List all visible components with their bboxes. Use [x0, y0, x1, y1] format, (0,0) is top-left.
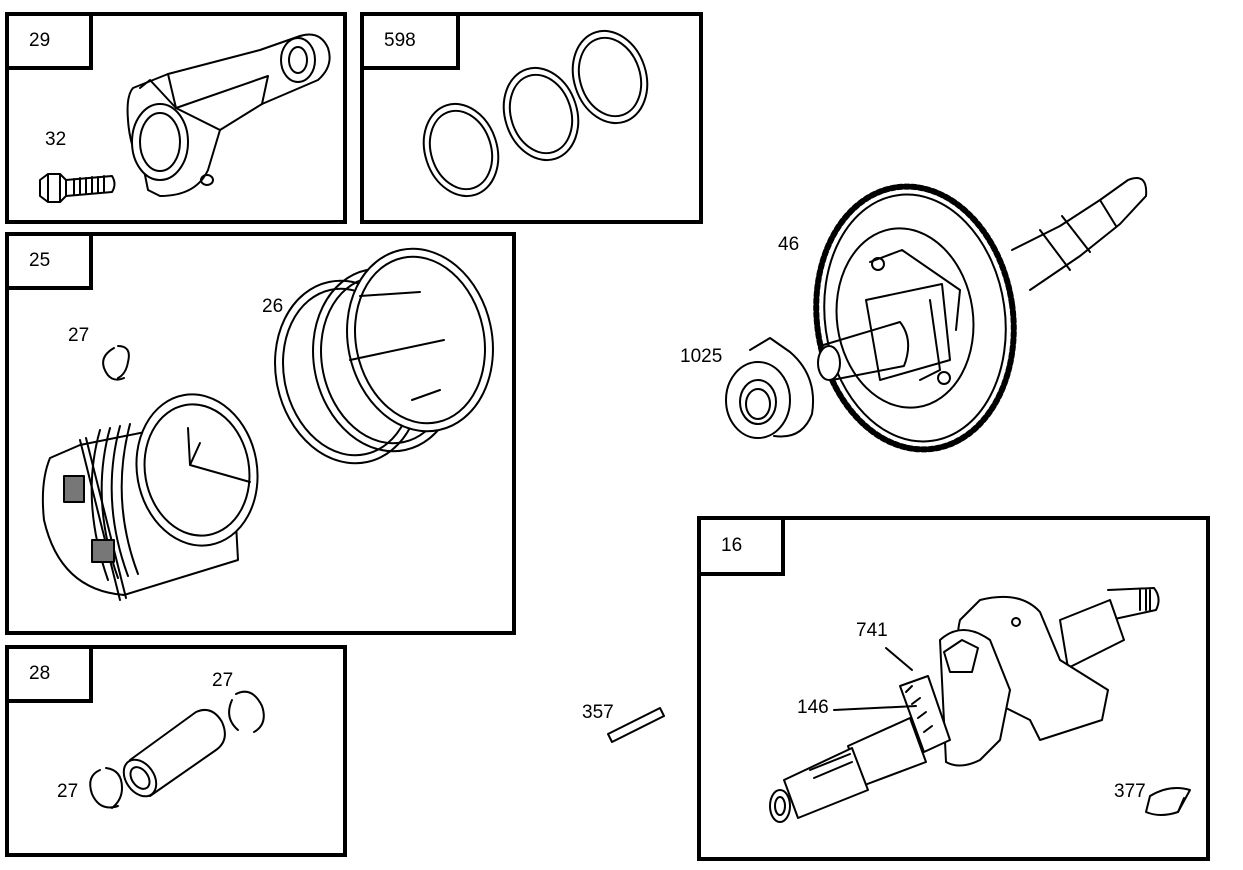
callout-1025: 1025 — [680, 346, 723, 367]
panel-tag-598: 598 — [364, 16, 460, 70]
callout-146: 146 — [797, 697, 829, 718]
callout-27-lower: 27 — [57, 781, 79, 802]
piston-rings — [258, 235, 509, 477]
circlip-lower — [90, 768, 122, 808]
panel-598: 598 — [360, 12, 703, 224]
wrist-pin — [117, 710, 225, 802]
piston — [43, 385, 269, 600]
callout-27-upper: 27 — [212, 670, 234, 691]
callout-741: 741 — [856, 620, 888, 641]
crankshaft — [770, 588, 1159, 822]
bolt-32 — [40, 174, 115, 202]
callout-27-piston: 27 — [68, 325, 90, 346]
circlip-panel25 — [103, 346, 129, 380]
panel-tag-25: 25 — [9, 236, 93, 290]
panel-tag-16: 16 — [701, 520, 785, 576]
connecting-rod — [128, 35, 330, 197]
spacer-1025 — [726, 338, 813, 438]
shim-rings — [412, 21, 659, 206]
leader-741 — [886, 648, 912, 670]
circlip-upper — [229, 692, 264, 732]
camshaft-gear — [800, 174, 1147, 463]
key-357 — [608, 708, 664, 742]
panel-tag-28: 28 — [9, 649, 93, 703]
callout-46: 46 — [778, 234, 800, 255]
callout-357: 357 — [582, 702, 614, 723]
callout-26: 26 — [262, 296, 284, 317]
leader-146 — [834, 706, 916, 710]
callout-32: 32 — [45, 129, 67, 150]
panel-tag-29: 29 — [9, 16, 93, 70]
callout-377: 377 — [1114, 781, 1146, 802]
